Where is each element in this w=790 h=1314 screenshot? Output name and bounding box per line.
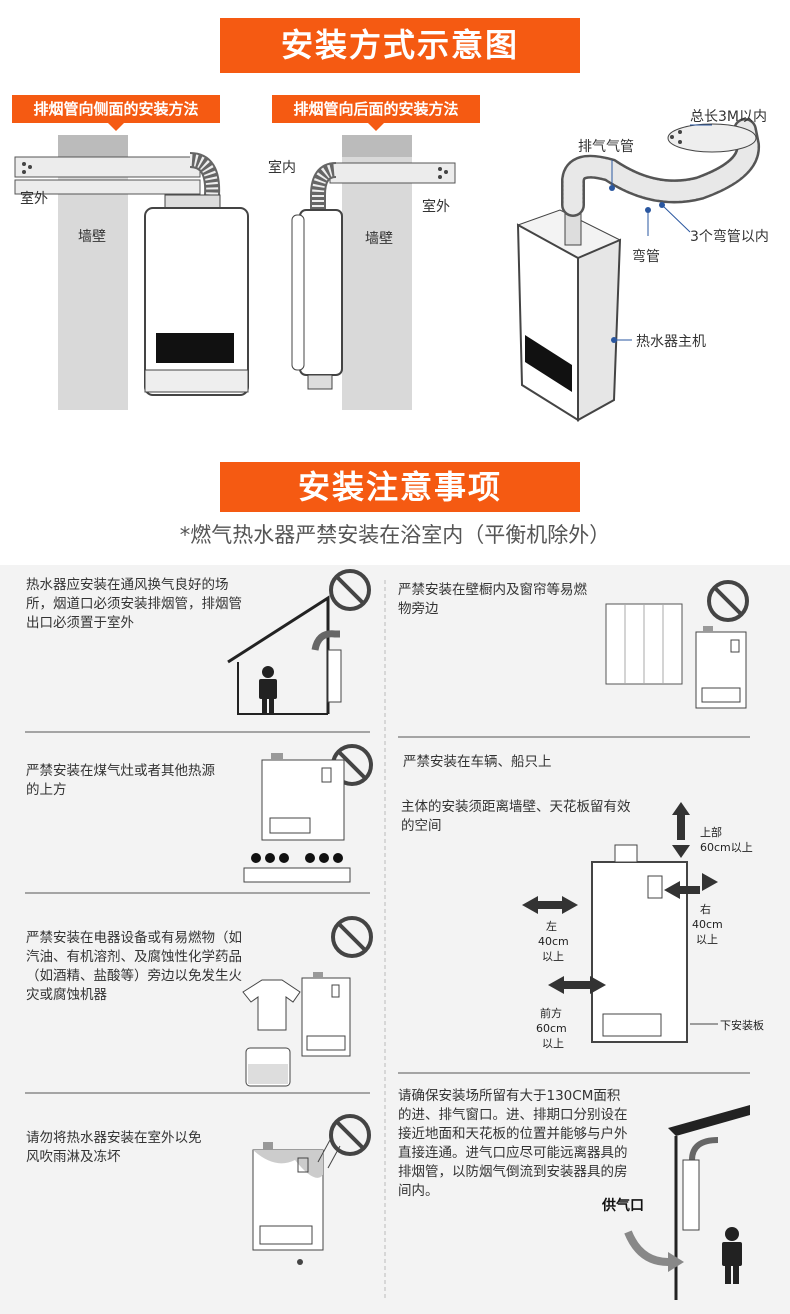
exhaust-3d-diagram — [516, 118, 760, 422]
note-curtain: 严禁安装在壁橱内及窗帘等易燃物旁边 — [398, 582, 587, 617]
outdoor-label-right: 室外 — [422, 199, 450, 215]
clearance-right-c: 以上 — [696, 933, 718, 946]
clearance-top-b: 60cm以上 — [700, 841, 753, 854]
clearance-right-b: 40cm — [692, 918, 723, 931]
back-method-diagram — [291, 135, 456, 410]
notes-title: 安装注意事项 — [220, 462, 580, 512]
ventilation-illustration — [624, 1105, 750, 1300]
outdoor-rain-illustration — [252, 1139, 341, 1265]
side-method-diagram — [14, 135, 249, 410]
clearance-front-a: 前方 — [540, 1007, 562, 1020]
note-outdoor: 请勿将热水器安装在室外以免风吹雨淋及冻坏 — [26, 1130, 202, 1165]
house-illustration — [227, 595, 342, 715]
indoor-label: 室内 — [268, 160, 296, 176]
note-air-window: 请确保安装场所留有大于130CM面积的进、排气窗口。进、排期口分别设在接近地面和… — [398, 1088, 628, 1199]
install-diagrams — [14, 118, 760, 422]
back-install-tag: 排烟管向后面的安装方法 — [272, 95, 480, 131]
clearance-right-a: 右 — [700, 903, 711, 916]
note-ventilation: 热水器应安装在通风换气良好的场所，烟道口必须安装排烟管，排烟管出口必须置于室外 — [26, 577, 242, 631]
note-flammables: 严禁安装在电器设备或有易燃物（如汽油、有机溶剂、及腐蚀性化学药品（如酒精、盐酸等… — [26, 930, 242, 1003]
page-title: 安装方式示意图 — [220, 18, 580, 73]
clearance-left-c: 以上 — [542, 950, 564, 963]
air-inlet-label: 供气口 — [602, 1198, 644, 1214]
main-unit-label: 热水器主机 — [636, 334, 706, 350]
clearance-left-b: 40cm — [538, 935, 569, 948]
clearance-front-c: 以上 — [542, 1037, 564, 1050]
exhaust-pipe-label: 排气气管 — [578, 139, 634, 155]
curtain-illustration — [605, 603, 747, 709]
elbow-label: 弯管 — [632, 249, 660, 265]
notes-subtitle: *燃气热水器严禁安装在浴室内（平衡机除外） — [179, 523, 611, 547]
clearance-top-a: 上部 — [700, 826, 722, 839]
clearance-left-a: 左 — [546, 920, 557, 933]
note-clearance: 主体的安装须距离墙壁、天花板留有效的空间 — [401, 799, 631, 834]
total-length-label: 总长3M以内 — [690, 109, 767, 125]
stove-illustration — [243, 753, 351, 883]
clearance-illustration — [522, 802, 718, 1043]
outdoor-label-left: 室外 — [20, 191, 48, 207]
side-install-tag: 排烟管向侧面的安装方法 — [12, 95, 220, 131]
wall-label-left: 墙壁 — [78, 229, 106, 245]
elbow-limit-label: 3个弯管以内 — [690, 229, 769, 245]
wall-label-right: 墙壁 — [365, 231, 393, 247]
clearance-front-b: 60cm — [536, 1022, 567, 1035]
clearance-bottom-plate: 下安装板 — [720, 1019, 764, 1032]
note-stove: 严禁安装在煤气灶或者其他热源的上方 — [26, 763, 215, 798]
note-vehicle: 严禁安装在车辆、船只上 — [403, 754, 552, 770]
flammables-illustration — [242, 972, 351, 1087]
